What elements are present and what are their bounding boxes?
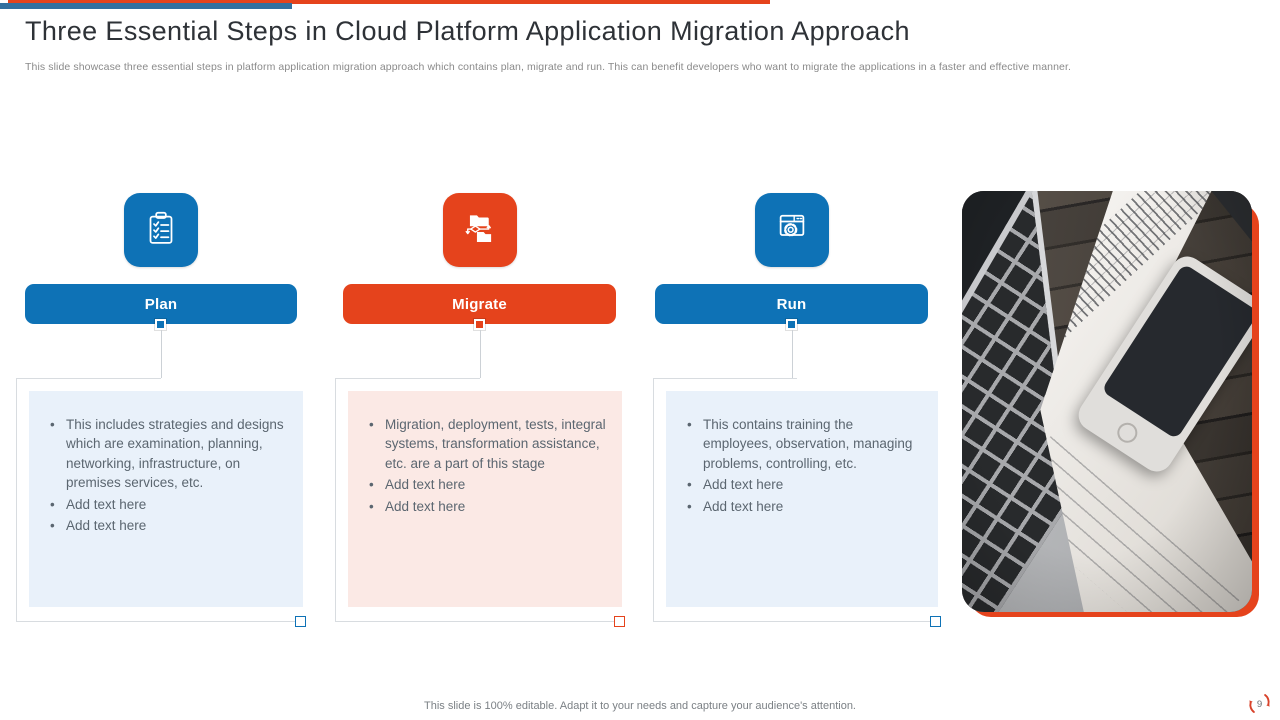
run-corner-handle[interactable]: [930, 616, 941, 627]
bullet-item: Add text here: [47, 516, 289, 536]
run-bullet-list: This contains training the employees, ob…: [684, 415, 924, 517]
page-number-badge: 9: [1246, 690, 1273, 717]
plan-connector-line: [161, 330, 162, 378]
plan-header-bar[interactable]: Plan: [25, 284, 297, 324]
migrate-label: Migrate: [452, 295, 507, 313]
plan-text-panel[interactable]: This includes strategies and designs whi…: [29, 391, 303, 607]
top-rule-blue: [0, 3, 292, 9]
migrate-bullet-list: Migration, deployment, tests, integral s…: [366, 415, 608, 517]
footer-note: This slide is 100% editable. Adapt it to…: [424, 700, 856, 712]
migrate-anchor-handle[interactable]: [474, 319, 485, 330]
clipboard-checklist-icon: [140, 207, 182, 254]
plan-icon-tile[interactable]: [124, 193, 198, 267]
plan-anchor-handle[interactable]: [155, 319, 166, 330]
bullet-item: Add text here: [366, 475, 608, 495]
run-label: Run: [776, 295, 807, 313]
plan-label: Plan: [144, 295, 178, 313]
plan-bullet-list: This includes strategies and designs whi…: [47, 415, 289, 536]
bullet-item: Add text here: [366, 497, 608, 517]
migrate-connector-line: [480, 330, 481, 378]
run-connector-line: [792, 330, 793, 378]
migrate-icon-tile[interactable]: [443, 193, 517, 267]
top-rule-red: [8, 0, 770, 4]
bullet-item: This contains training the employees, ob…: [684, 415, 924, 473]
window-gear-icon: [771, 207, 813, 254]
smartphone-home-button: [1113, 418, 1142, 447]
page-number: 9: [1257, 699, 1262, 710]
bullet-item: Add text here: [684, 475, 924, 495]
bullet-item: Add text here: [47, 495, 289, 515]
plan-outer-box: This includes strategies and designs whi…: [16, 378, 306, 627]
migrate-corner-handle[interactable]: [614, 616, 625, 627]
plan-corner-handle[interactable]: [295, 616, 306, 627]
run-anchor-handle[interactable]: [786, 319, 797, 330]
migrate-text-panel[interactable]: Migration, deployment, tests, integral s…: [348, 391, 622, 607]
run-outer-box: This contains training the employees, ob…: [653, 378, 941, 627]
bullet-item: This includes strategies and designs whi…: [47, 415, 289, 493]
run-icon-tile[interactable]: [755, 193, 829, 267]
desk-photo[interactable]: [962, 191, 1252, 612]
run-header-bar[interactable]: Run: [655, 284, 928, 324]
migrate-outer-box: Migration, deployment, tests, integral s…: [335, 378, 625, 627]
folder-flow-icon: [459, 207, 501, 254]
page-subtitle: This slide showcase three essential step…: [25, 61, 1072, 73]
run-text-panel[interactable]: This contains training the employees, ob…: [666, 391, 938, 607]
bullet-item: Migration, deployment, tests, integral s…: [366, 415, 608, 473]
bullet-item: Add text here: [684, 497, 924, 517]
migrate-header-bar[interactable]: Migrate: [343, 284, 616, 324]
page-title: Three Essential Steps in Cloud Platform …: [25, 16, 910, 46]
